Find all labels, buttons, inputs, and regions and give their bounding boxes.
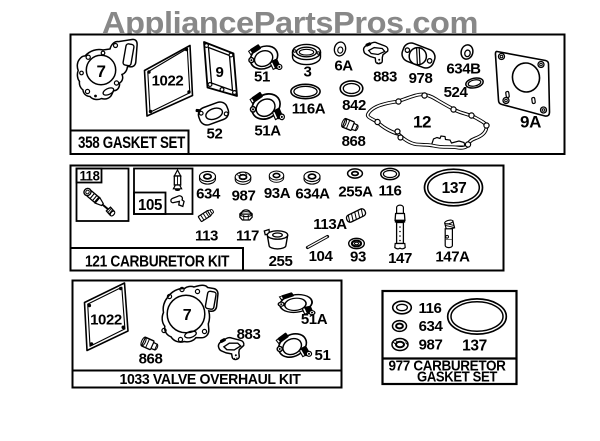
svg-text:868: 868: [342, 133, 366, 150]
svg-text:255: 255: [269, 253, 293, 270]
svg-text:524: 524: [444, 84, 469, 101]
svg-text:137: 137: [442, 180, 467, 197]
svg-text:987: 987: [419, 337, 443, 354]
svg-text:93A: 93A: [264, 185, 291, 202]
svg-text:7: 7: [96, 62, 105, 81]
svg-text:9: 9: [216, 64, 224, 81]
svg-text:977 CARBURETOR: 977 CARBURETOR: [389, 358, 506, 375]
svg-text:116: 116: [379, 183, 402, 200]
svg-text:1022: 1022: [90, 312, 122, 329]
svg-text:118: 118: [80, 168, 101, 184]
svg-text:116: 116: [419, 300, 442, 317]
svg-text:868: 868: [139, 351, 163, 368]
svg-text:987: 987: [232, 188, 256, 205]
svg-text:52: 52: [207, 126, 223, 143]
svg-text:GASKET SET: GASKET SET: [417, 369, 497, 386]
svg-text:634: 634: [419, 318, 444, 335]
svg-text:6A: 6A: [334, 58, 353, 75]
svg-text:147A: 147A: [435, 249, 470, 266]
svg-text:51: 51: [315, 347, 331, 364]
svg-text:104: 104: [309, 248, 334, 265]
svg-text:3: 3: [304, 64, 312, 81]
svg-text:137: 137: [462, 338, 487, 355]
svg-text:51: 51: [254, 69, 270, 86]
svg-text:358 GASKET SET: 358 GASKET SET: [78, 134, 185, 152]
svg-text:93: 93: [350, 249, 366, 266]
svg-text:1033 VALVE OVERHAUL KIT: 1033 VALVE OVERHAUL KIT: [120, 371, 301, 388]
svg-text:113A: 113A: [313, 216, 347, 233]
svg-text:113: 113: [195, 228, 218, 245]
svg-text:117: 117: [236, 228, 259, 245]
svg-text:12: 12: [413, 113, 431, 132]
svg-text:7: 7: [183, 307, 192, 324]
svg-text:255A: 255A: [338, 184, 373, 201]
svg-text:116A: 116A: [292, 101, 326, 118]
svg-text:51A: 51A: [301, 311, 328, 328]
svg-text:634B: 634B: [446, 61, 481, 78]
svg-text:978: 978: [409, 70, 433, 87]
svg-text:51A: 51A: [254, 123, 281, 140]
svg-text:1022: 1022: [152, 73, 184, 90]
svg-text:883: 883: [237, 326, 261, 343]
svg-text:9A: 9A: [520, 113, 541, 132]
svg-text:883: 883: [373, 69, 397, 86]
svg-text:121 CARBURETOR KIT: 121 CARBURETOR KIT: [85, 254, 230, 271]
svg-text:634: 634: [196, 186, 221, 203]
svg-text:634A: 634A: [295, 186, 330, 203]
svg-text:AppliancePartsPros.com: AppliancePartsPros.com: [102, 5, 478, 40]
svg-text:147: 147: [388, 250, 412, 267]
svg-text:842: 842: [342, 97, 366, 114]
svg-text:105: 105: [138, 197, 162, 214]
